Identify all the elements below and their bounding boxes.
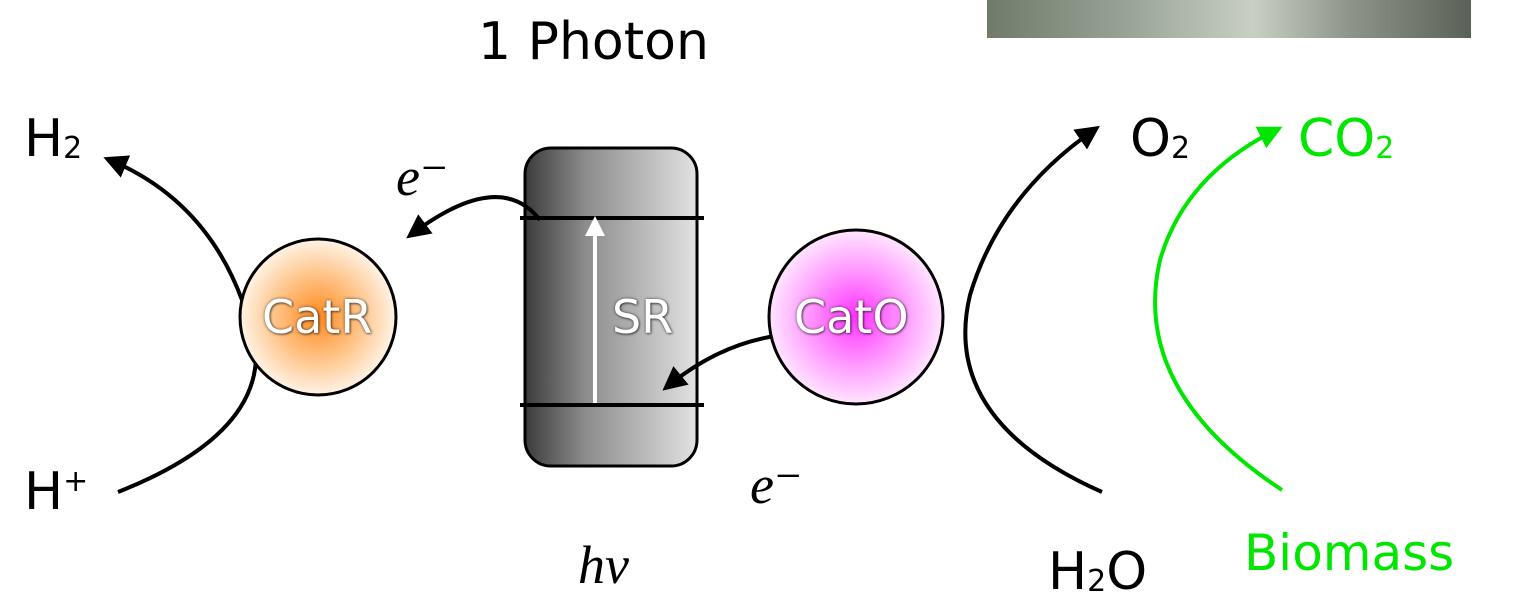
photon-label: hν <box>578 535 629 595</box>
o2-sub: 2 <box>1170 131 1191 166</box>
label-o2: O2 <box>1130 113 1190 165</box>
electron-label-lower: e⁻ <box>750 455 803 515</box>
label-co2: CO2 <box>1298 113 1394 165</box>
electron-arrow-from-cato <box>662 334 776 391</box>
oxidation-arc <box>963 125 1103 494</box>
hplus-sup: + <box>63 464 89 499</box>
photo-strip <box>987 0 1471 38</box>
catr-circle <box>238 237 398 397</box>
sr-label: SR <box>612 290 674 344</box>
cato-circle <box>767 228 945 406</box>
co2-base: CO <box>1298 109 1376 169</box>
co2-sub: 2 <box>1375 131 1395 166</box>
electron-arrow-to-catr <box>406 195 542 239</box>
diagram-title: 1 Photon <box>478 12 709 72</box>
h2o-tail: O <box>1106 542 1148 602</box>
cato-label: CatO <box>794 290 909 344</box>
biomass-arc <box>1153 126 1284 492</box>
hplus-base: H <box>24 462 64 522</box>
sr-block <box>523 146 699 468</box>
h2o-sub: 2 <box>1087 564 1107 599</box>
h2-base: H <box>24 109 64 169</box>
electron-label-upper: e⁻ <box>396 147 449 207</box>
catr-label: CatR <box>262 290 373 344</box>
label-biomass: Biomass <box>1244 524 1455 582</box>
label-h2o: H2O <box>1048 546 1147 598</box>
label-h2: H2 <box>24 113 82 165</box>
reduction-arc <box>103 155 258 494</box>
h2-sub: 2 <box>63 131 83 166</box>
h2o-base: H <box>1048 542 1088 602</box>
o2-base: O <box>1130 109 1171 169</box>
label-h-plus: H+ <box>24 466 88 518</box>
